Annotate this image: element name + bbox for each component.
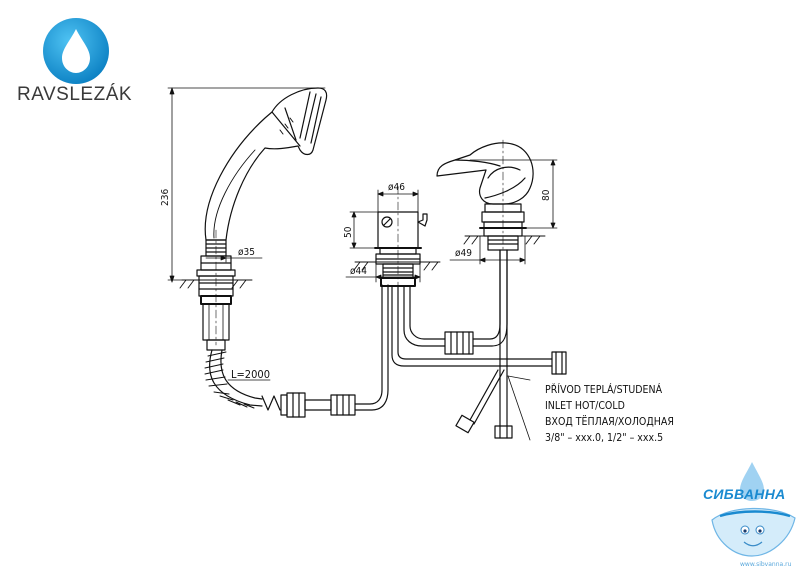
valve-tubes (391, 285, 553, 367)
watermark-url: www.sibvanna.ru (740, 561, 792, 568)
inlet-note-line3: ВХОД ТЁПЛАЯ/ХОЛОДНАЯ (545, 415, 674, 428)
dim-valve-base-diameter: ø44 (350, 266, 367, 277)
hose-nut (280, 284, 389, 418)
dim-shower-diameter: ø35 (238, 247, 255, 258)
dimension-labels: 236 ø35 L=2000 ø46 50 ø44 80 ø49 (160, 182, 552, 381)
dim-mixer-diameter: ø49 (455, 248, 472, 259)
dim-mixer-height: 80 (541, 189, 552, 201)
brand-name: RAVSLEZÁK (17, 84, 132, 106)
dim-hose-length: L=2000 (231, 368, 270, 381)
deck-section-center (353, 261, 441, 271)
inlet-tube-right (455, 249, 567, 441)
watermark-logo (711, 462, 796, 557)
dim-shower-height: 236 (160, 189, 171, 206)
dim-valve-height: 50 (343, 226, 354, 238)
inlet-note-line1: PŘÍVOD TEPLÁ/STUDENÁ (545, 383, 663, 396)
brand-name-part2: SLEZÁK (56, 84, 133, 105)
inlet-note: PŘÍVOD TEPLÁ/STUDENÁ INLET HOT/COLD ВХОД… (545, 383, 674, 444)
watermark-name: СИБВАННА (703, 486, 786, 502)
brand-name-part1: RAV (17, 84, 57, 105)
center-lines (215, 139, 504, 346)
mixer-body (436, 142, 534, 251)
inlet-note-line2: INLET HOT/COLD (545, 400, 625, 412)
dimension-lines (167, 87, 558, 381)
dim-valve-diameter: ø46 (388, 182, 405, 193)
shower-head (204, 87, 328, 241)
water-drop-icon (43, 18, 109, 84)
inlet-note-line4: 3/8" – xxx.0, 1/2" – xxx.5 (545, 432, 663, 444)
diverter-valve (374, 211, 428, 301)
deck-section-right (463, 235, 546, 245)
tube-coupling (444, 249, 508, 355)
shower-hose (204, 349, 281, 411)
